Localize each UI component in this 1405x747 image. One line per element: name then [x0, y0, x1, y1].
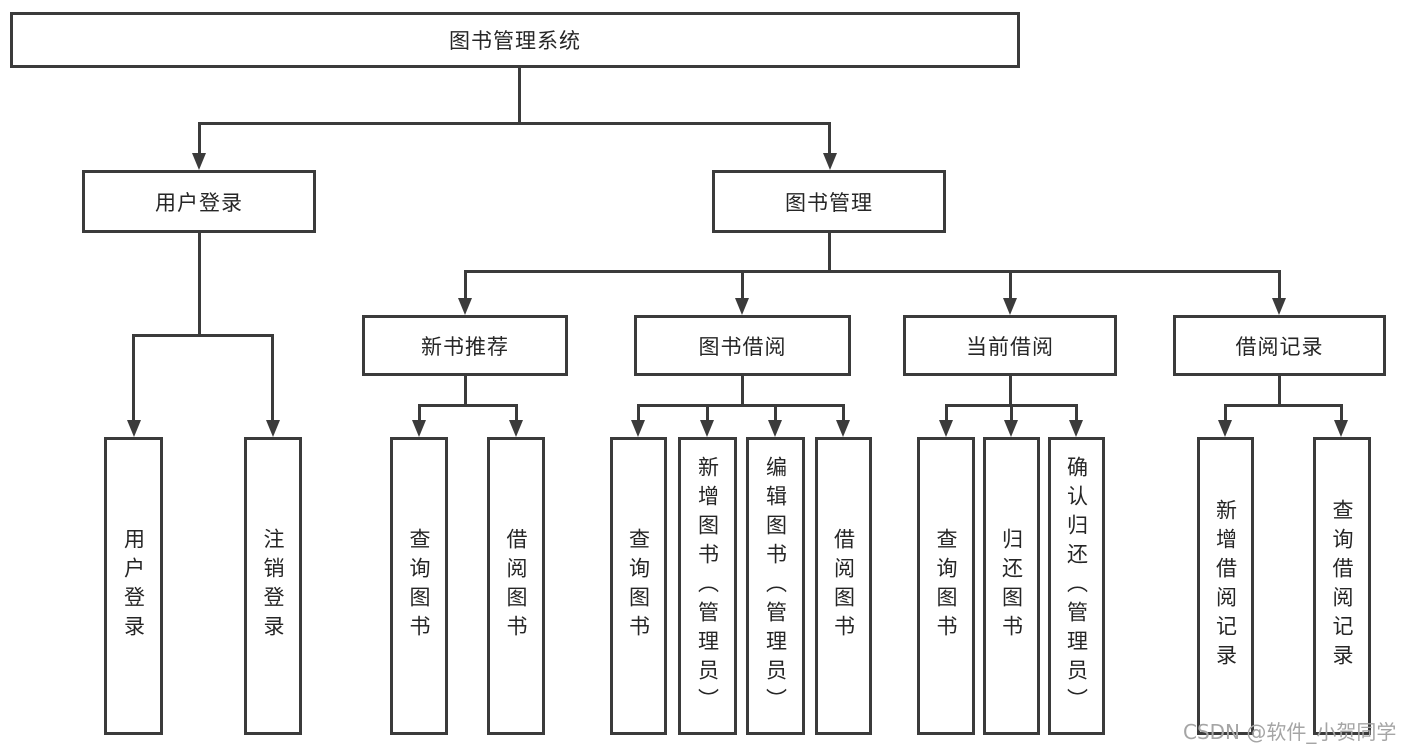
- connector-line: [515, 404, 518, 420]
- connector-line: [741, 376, 744, 407]
- connector-line: [271, 334, 274, 420]
- connector-line: [198, 122, 201, 154]
- node-book-borrowing: 图书借阅: [634, 315, 851, 376]
- leaf-query-books-borrowing: 查询图书: [610, 437, 667, 735]
- arrowhead-icon: [1003, 298, 1017, 315]
- connector-line: [1075, 404, 1078, 420]
- connector-line: [1340, 404, 1343, 420]
- connector-line: [1278, 376, 1281, 407]
- arrowhead-icon: [1218, 420, 1232, 437]
- arrowhead-icon: [458, 298, 472, 315]
- leaf-confirm-return-admin: 确认归还（管理员）: [1048, 437, 1105, 735]
- connector-line: [418, 404, 518, 407]
- node-new-book-recommend: 新书推荐: [362, 315, 568, 376]
- leaf-edit-book-admin: 编辑图书（管理员）: [746, 437, 805, 735]
- leaf-logout: 注销登录: [244, 437, 302, 735]
- arrowhead-icon: [1069, 420, 1083, 437]
- connector-line: [1278, 270, 1281, 298]
- connector-line: [774, 404, 777, 420]
- connector-line: [132, 334, 135, 420]
- connector-line: [1224, 404, 1343, 407]
- leaf-add-borrow-record: 新增借阅记录: [1197, 437, 1254, 735]
- connector-line: [828, 122, 831, 154]
- connector-line: [518, 68, 521, 125]
- connector-line: [132, 334, 274, 337]
- node-root-library-system: 图书管理系统: [10, 12, 1020, 68]
- connector-line: [842, 404, 845, 420]
- connector-line: [464, 376, 467, 407]
- connector-line: [1224, 404, 1227, 420]
- connector-line: [464, 270, 1281, 273]
- arrowhead-icon: [939, 420, 953, 437]
- connector-line: [418, 404, 421, 420]
- arrowhead-icon: [509, 420, 523, 437]
- arrowhead-icon: [1272, 298, 1286, 315]
- leaf-add-book-admin: 新增图书（管理员）: [678, 437, 737, 735]
- connector-line: [1009, 270, 1012, 298]
- connector-line: [464, 270, 467, 298]
- arrowhead-icon: [735, 298, 749, 315]
- node-borrowing-records: 借阅记录: [1173, 315, 1386, 376]
- node-book-management: 图书管理: [712, 170, 946, 233]
- arrowhead-icon: [266, 420, 280, 437]
- leaf-query-borrow-record: 查询借阅记录: [1313, 437, 1371, 735]
- arrowhead-icon: [127, 420, 141, 437]
- leaf-borrow-books-borrowing: 借阅图书: [815, 437, 872, 735]
- arrowhead-icon: [631, 420, 645, 437]
- arrowhead-icon: [1334, 420, 1348, 437]
- arrowhead-icon: [700, 420, 714, 437]
- connector-line: [1009, 376, 1012, 407]
- csdn-watermark: CSDN @软件_小贺同学: [1183, 720, 1397, 744]
- arrowhead-icon: [1004, 420, 1018, 437]
- arrowhead-icon: [768, 420, 782, 437]
- arrowhead-icon: [836, 420, 850, 437]
- node-user-login: 用户登录: [82, 170, 316, 233]
- arrowhead-icon: [412, 420, 426, 437]
- leaf-user-login: 用户登录: [104, 437, 163, 735]
- connector-line: [637, 404, 640, 420]
- leaf-query-books-recommend: 查询图书: [390, 437, 448, 735]
- connector-line: [706, 404, 709, 420]
- leaf-query-books-current: 查询图书: [917, 437, 975, 735]
- connector-line: [1010, 404, 1013, 420]
- arrowhead-icon: [823, 153, 837, 170]
- connector-line: [198, 122, 831, 125]
- connector-line: [741, 270, 744, 298]
- connector-line: [828, 233, 831, 273]
- connector-line: [637, 404, 845, 407]
- leaf-return-books: 归还图书: [983, 437, 1040, 735]
- node-current-borrowing: 当前借阅: [903, 315, 1117, 376]
- arrowhead-icon: [192, 153, 206, 170]
- connector-line: [198, 233, 201, 337]
- connector-line: [945, 404, 948, 420]
- leaf-borrow-books-recommend: 借阅图书: [487, 437, 545, 735]
